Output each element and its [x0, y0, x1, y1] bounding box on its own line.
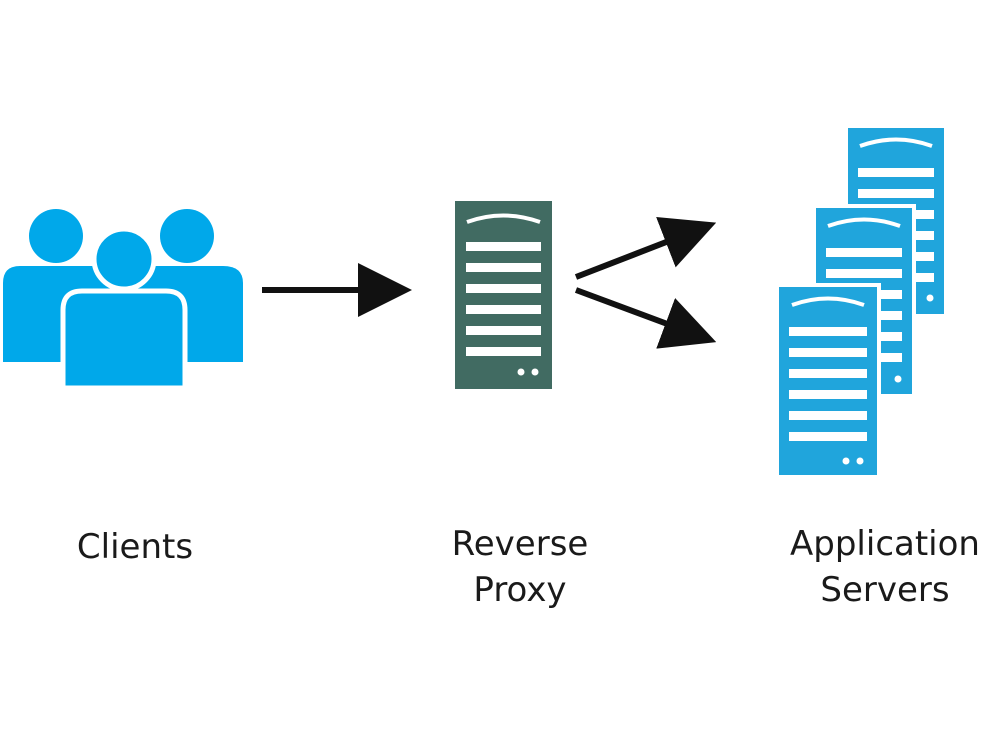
- arrow-proxy-to-servers-lower: [574, 287, 717, 349]
- reverse-proxy-label-line2: Proxy: [473, 570, 567, 610]
- clients-label: Clients: [35, 524, 235, 570]
- clients-label-text: Clients: [76, 527, 194, 567]
- application-servers-label: Application Servers: [770, 521, 1000, 613]
- reverse-proxy-label: Reverse Proxy: [420, 521, 620, 613]
- reverse-proxy-label-line1: Reverse: [451, 524, 589, 564]
- app-server-front: [775, 283, 881, 479]
- application-servers-label-line2: Servers: [820, 570, 950, 610]
- server-icon: [455, 201, 552, 389]
- arrow-proxy-to-servers-upper: [574, 217, 717, 280]
- users-group-icon: [3, 209, 243, 391]
- server-stack-icon: [775, 124, 948, 479]
- application-servers-label-line1: Application: [790, 524, 980, 564]
